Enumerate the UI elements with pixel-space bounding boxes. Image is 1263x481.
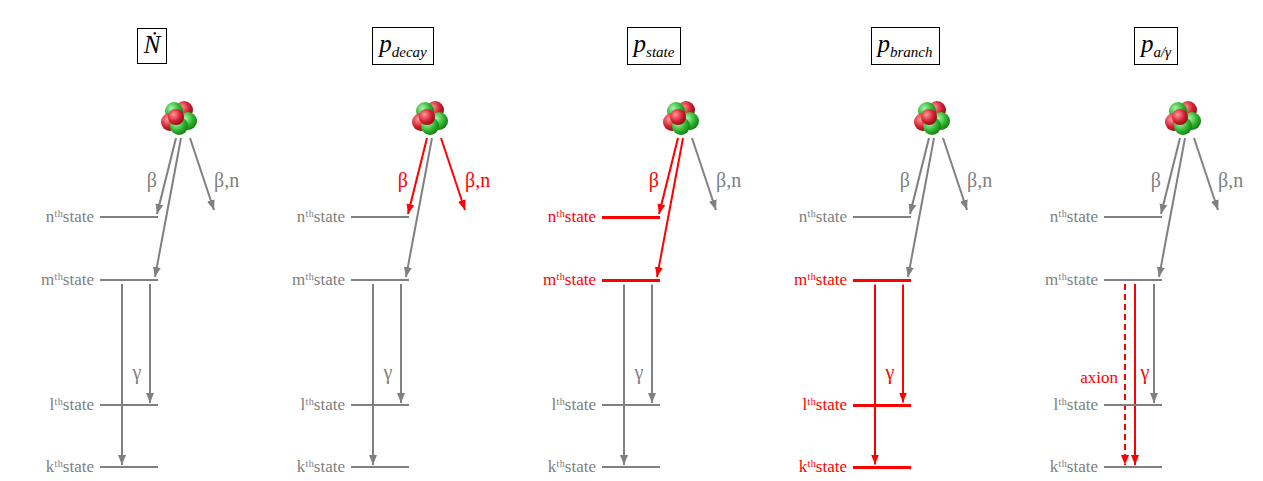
transition-arrow bbox=[1153, 284, 1155, 403]
decay-arrow bbox=[692, 138, 716, 210]
decay-arrow bbox=[1194, 138, 1218, 210]
transition-arrow bbox=[1124, 284, 1126, 465]
state-label: mᵗʰstate bbox=[1045, 271, 1098, 290]
transition-label: axion bbox=[1079, 369, 1119, 388]
state-label: lᵗʰstate bbox=[300, 396, 345, 415]
state-label: kᵗʰstate bbox=[548, 458, 596, 477]
state-label: mᵗʰstate bbox=[292, 271, 345, 290]
decay-label: β bbox=[649, 169, 659, 191]
title-box: pdecay bbox=[372, 27, 433, 65]
decay-label: β,n bbox=[967, 169, 992, 191]
transition-arrow bbox=[651, 285, 653, 404]
title-box: pstate bbox=[627, 27, 682, 65]
state-level: mᵗʰstate bbox=[602, 279, 660, 282]
title-subscript: state bbox=[646, 44, 674, 60]
state-level: lᵗʰstate bbox=[602, 404, 660, 406]
decay-label: β,n bbox=[1218, 169, 1243, 191]
decay-label: β,n bbox=[214, 169, 239, 191]
state-level: lᵗʰstate bbox=[1104, 404, 1162, 406]
decay-arrow bbox=[406, 138, 432, 277]
state-level: mᵗʰstate bbox=[351, 279, 409, 281]
state-level: kᵗʰstate bbox=[100, 466, 158, 468]
state-label: nᵗʰstate bbox=[46, 208, 94, 227]
title-box: Ṅ bbox=[137, 28, 168, 64]
transition-arrow bbox=[1134, 284, 1136, 465]
transition-label: γ bbox=[132, 361, 143, 383]
state-label: kᵗʰstate bbox=[799, 458, 847, 477]
title-subscript: branch bbox=[890, 44, 933, 60]
transition-label: γ bbox=[1140, 361, 1151, 383]
transition-label: γ bbox=[885, 361, 896, 383]
decay-arrow bbox=[943, 138, 967, 210]
state-label: nᵗʰstate bbox=[548, 208, 596, 227]
state-label: kᵗʰstate bbox=[46, 458, 94, 477]
nucleus-icon bbox=[161, 101, 197, 135]
state-label: mᵗʰstate bbox=[794, 271, 847, 290]
nucleus-icon bbox=[914, 101, 950, 135]
decay-arrow bbox=[657, 138, 683, 277]
transition-arrow bbox=[902, 285, 904, 403]
transition-arrow bbox=[121, 284, 123, 465]
state-label: nᵗʰstate bbox=[297, 208, 345, 227]
state-level: lᵗʰstate bbox=[100, 404, 158, 406]
decay-label: β bbox=[147, 169, 157, 191]
state-label: nᵗʰstate bbox=[1050, 208, 1098, 227]
state-level: mᵗʰstate bbox=[853, 279, 911, 282]
title-symbol: p bbox=[1141, 30, 1154, 57]
transition-label: γ bbox=[383, 361, 394, 383]
title-symbol: p bbox=[634, 30, 647, 57]
decay-arrow bbox=[155, 138, 181, 277]
state-level: kᵗʰstate bbox=[351, 466, 409, 468]
transition-arrow bbox=[874, 285, 876, 465]
title-box: pa/γ bbox=[1134, 27, 1178, 65]
decay-label: β,n bbox=[716, 169, 741, 191]
state-label: kᵗʰstate bbox=[1050, 458, 1098, 477]
state-level: nᵗʰstate bbox=[602, 216, 660, 219]
transition-arrow bbox=[623, 285, 625, 466]
state-label: mᵗʰstate bbox=[41, 271, 94, 290]
state-level: kᵗʰstate bbox=[1104, 466, 1162, 468]
transition-arrow bbox=[400, 284, 402, 403]
title-box: pbranch bbox=[871, 27, 940, 65]
state-level: kᵗʰstate bbox=[853, 466, 911, 469]
nucleus-icon bbox=[1165, 101, 1201, 135]
nucleus-icon bbox=[663, 101, 699, 135]
decay-label: β,n bbox=[465, 169, 490, 191]
decay-arrow bbox=[908, 138, 934, 277]
state-level: nᵗʰstate bbox=[100, 216, 158, 218]
title-subscript: a/γ bbox=[1153, 44, 1171, 60]
title-subscript: decay bbox=[392, 44, 427, 60]
state-label: mᵗʰstate bbox=[543, 271, 596, 290]
state-level: mᵗʰstate bbox=[1104, 279, 1162, 281]
decay-label: β bbox=[900, 169, 910, 191]
state-level: nᵗʰstate bbox=[351, 216, 409, 218]
state-level: nᵗʰstate bbox=[853, 216, 911, 218]
decay-label: β bbox=[398, 169, 408, 191]
title-symbol: p bbox=[379, 30, 392, 57]
decay-arrow bbox=[1159, 138, 1185, 277]
transition-label: γ bbox=[634, 361, 645, 383]
state-level: lᵗʰstate bbox=[351, 404, 409, 406]
transition-arrow bbox=[372, 284, 374, 465]
state-level: lᵗʰstate bbox=[853, 404, 911, 407]
decay-arrow bbox=[190, 138, 214, 210]
title-symbol: Ṅ bbox=[144, 31, 161, 58]
nucleus-icon bbox=[412, 101, 448, 135]
decay-arrow bbox=[441, 138, 465, 210]
title-symbol: p bbox=[878, 30, 891, 57]
state-label: kᵗʰstate bbox=[297, 458, 345, 477]
transition-arrow bbox=[149, 284, 151, 403]
state-level: mᵗʰstate bbox=[100, 279, 158, 281]
state-level: nᵗʰstate bbox=[1104, 216, 1162, 218]
state-label: lᵗʰstate bbox=[802, 396, 847, 415]
state-label: lᵗʰstate bbox=[1053, 396, 1098, 415]
state-level: kᵗʰstate bbox=[602, 466, 660, 468]
state-label: lᵗʰstate bbox=[551, 396, 596, 415]
state-label: lᵗʰstate bbox=[49, 396, 94, 415]
state-label: nᵗʰstate bbox=[799, 208, 847, 227]
decay-label: β bbox=[1151, 169, 1161, 191]
